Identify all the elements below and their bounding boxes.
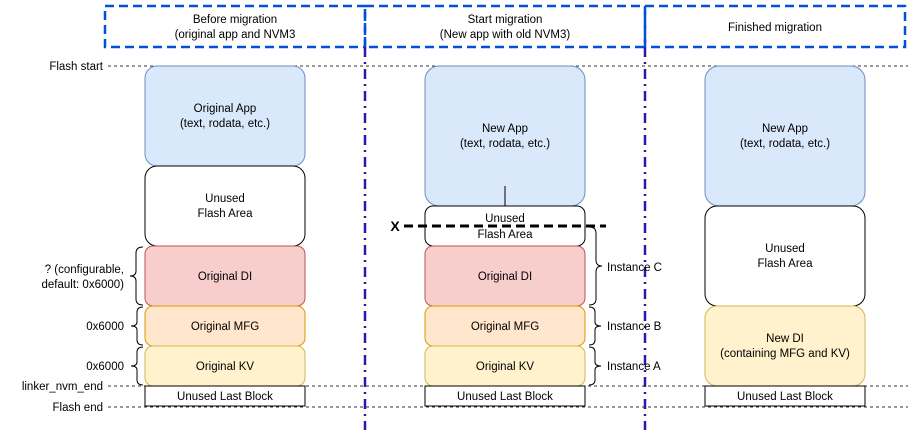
col2-unused-line1: Unused [485,213,525,225]
di-size-label-line1: ? (configurable, [45,264,124,276]
kv-brace [130,346,144,386]
col3-unused-last-block [704,385,866,407]
col2-di-label: Original DI [478,271,532,283]
col1-unused-last-block [144,385,306,407]
instance-c-label: Instance C [607,262,662,274]
instance-b-brace [588,306,602,346]
col3-di-line1: New DI [766,333,804,345]
col3-app-title: New App [762,123,808,135]
di-size-label-line2: default: 0x6000) [42,279,125,291]
col2-last-label: Unused Last Block [457,391,553,403]
col1-app-subtitle: (text, rodata, etc.) [180,118,270,130]
mfg-brace [130,306,144,346]
col1-kv-label: Original KV [196,361,254,373]
mfg-size-label: 0x6000 [86,321,124,333]
flash-start-label: Flash start [49,61,103,73]
instance-c-brace [588,226,603,306]
col3-new-di-block [704,305,866,387]
col1-last-label: Unused Last Block [177,391,273,403]
header-before-title: Before migration [193,14,277,26]
col3-di-line2: (containing MFG and KV) [720,348,850,360]
col3-app-subtitle: (text, rodata, etc.) [740,138,830,150]
col3-new-app-block [704,65,866,207]
col2-new-app-block [424,65,586,207]
instance-b-label: Instance B [607,321,662,333]
instance-a-brace [588,346,602,386]
col1-mfg-label: Original MFG [191,321,259,333]
col1-app-title: Original App [194,103,257,115]
col2-unused-line2: Flash Area [478,229,534,241]
col2-mfg-label: Original MFG [471,321,539,333]
header-before-subtitle: (original app and NVM3 [175,29,296,41]
col2-kv-label: Original KV [476,361,534,373]
col1-unused-line1: Unused [205,193,245,205]
flash-end-label: Flash end [52,402,103,414]
col3-unused-line1: Unused [765,243,805,255]
header-box-finished [643,4,907,49]
col3-unused-line2: Flash Area [758,258,814,270]
col2-app-title: New App [482,123,528,135]
col1-unused-line2: Flash Area [198,208,254,220]
col3-unused-flash-block [704,205,866,307]
col2-x-marker: X [390,218,400,234]
kv-size-label: 0x6000 [86,361,124,373]
col2-app-subtitle: (text, rodata, etc.) [460,138,550,150]
col3-last-label: Unused Last Block [737,391,833,403]
col1-original-app-block [144,65,306,167]
col1-unused-flash-block [144,165,306,247]
header-start-subtitle: (New app with old NVM3) [440,29,571,41]
col1-di-label: Original DI [198,271,252,283]
col2-unused-last-block [424,385,586,407]
di-brace [129,246,144,306]
instance-a-label: Instance A [607,361,661,373]
linker-nvm-end-label: linker_nvm_end [22,381,103,393]
header-start-title: Start migration [468,14,543,26]
header-finished-title: Finished migration [728,22,822,34]
